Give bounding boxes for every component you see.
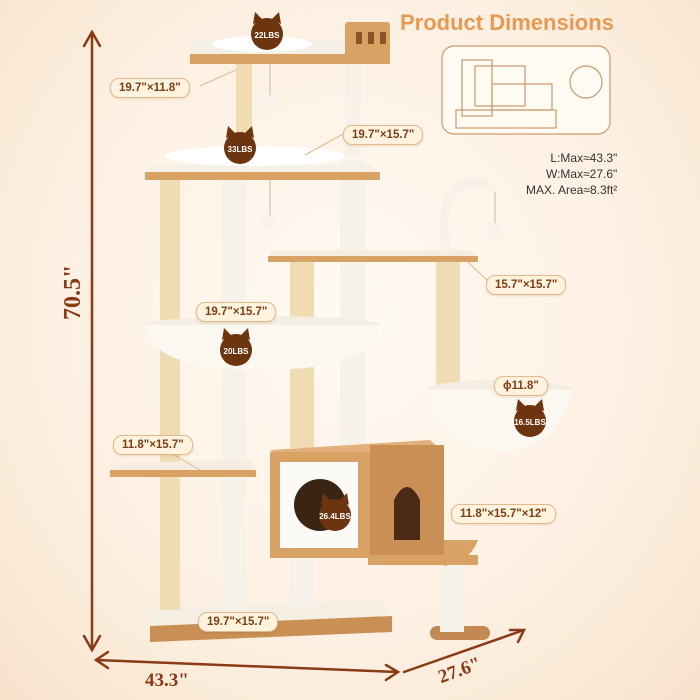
length-arrow-head-left — [93, 650, 110, 670]
width-arrow-line — [402, 628, 526, 674]
max-area: MAX. Area≈8.3ft² — [526, 183, 618, 197]
length-dimension: 43.3" — [145, 670, 189, 691]
hammock-size: 19.7"×15.7" — [196, 302, 277, 322]
side-step-size: 11.8"×15.7" — [113, 435, 193, 455]
side-step — [110, 460, 256, 477]
basket-size: ϕ11.8" — [494, 376, 548, 396]
length-arrow-head-right — [384, 663, 401, 682]
footprint-diagram — [441, 45, 611, 135]
length-max: L:Max≈43.3" — [550, 151, 618, 165]
height-arrow-head-top — [82, 29, 102, 48]
weight-badge-hammock — [220, 328, 252, 366]
weight-badge-top — [251, 12, 283, 50]
weight-top-label: 22LBS — [254, 31, 280, 40]
weight-second-label: 33LBS — [227, 145, 253, 154]
weight-hammock-label: 20LBS — [223, 347, 249, 356]
weight-badge-condo — [319, 493, 351, 531]
condo-size: 11.8"×15.7"×12" — [451, 504, 556, 524]
mid-platform — [268, 178, 502, 262]
base-size: 19.7"×15.7" — [198, 612, 279, 632]
page-title: Product Dimensions — [400, 10, 614, 35]
width-arrow-head — [508, 628, 527, 644]
length-arrow-line — [94, 658, 400, 674]
second-perch — [145, 146, 380, 229]
weight-badge-basket — [514, 399, 546, 437]
top-perch-size: 19.7"×11.8" — [110, 78, 190, 98]
height-dimension: 70.5" — [60, 264, 86, 320]
base-board — [140, 600, 490, 642]
condo — [270, 440, 478, 566]
weight-badge-second — [224, 126, 256, 164]
second-perch-size: 19.7"×15.7" — [343, 125, 424, 145]
top-perch — [190, 22, 390, 109]
mid-platform-size: 15.7"×15.7" — [486, 275, 567, 295]
weight-condo-label: 26.4LBS — [319, 512, 351, 521]
width-max: W:Max≈27.6" — [545, 167, 618, 181]
height-arrow-head-bottom — [82, 634, 102, 653]
weight-basket-label: 16.5LBS — [514, 418, 546, 427]
area-info: L:Max≈43.3" W:Max≈27.6" MAX. Area≈8.3ft² — [526, 150, 617, 198]
